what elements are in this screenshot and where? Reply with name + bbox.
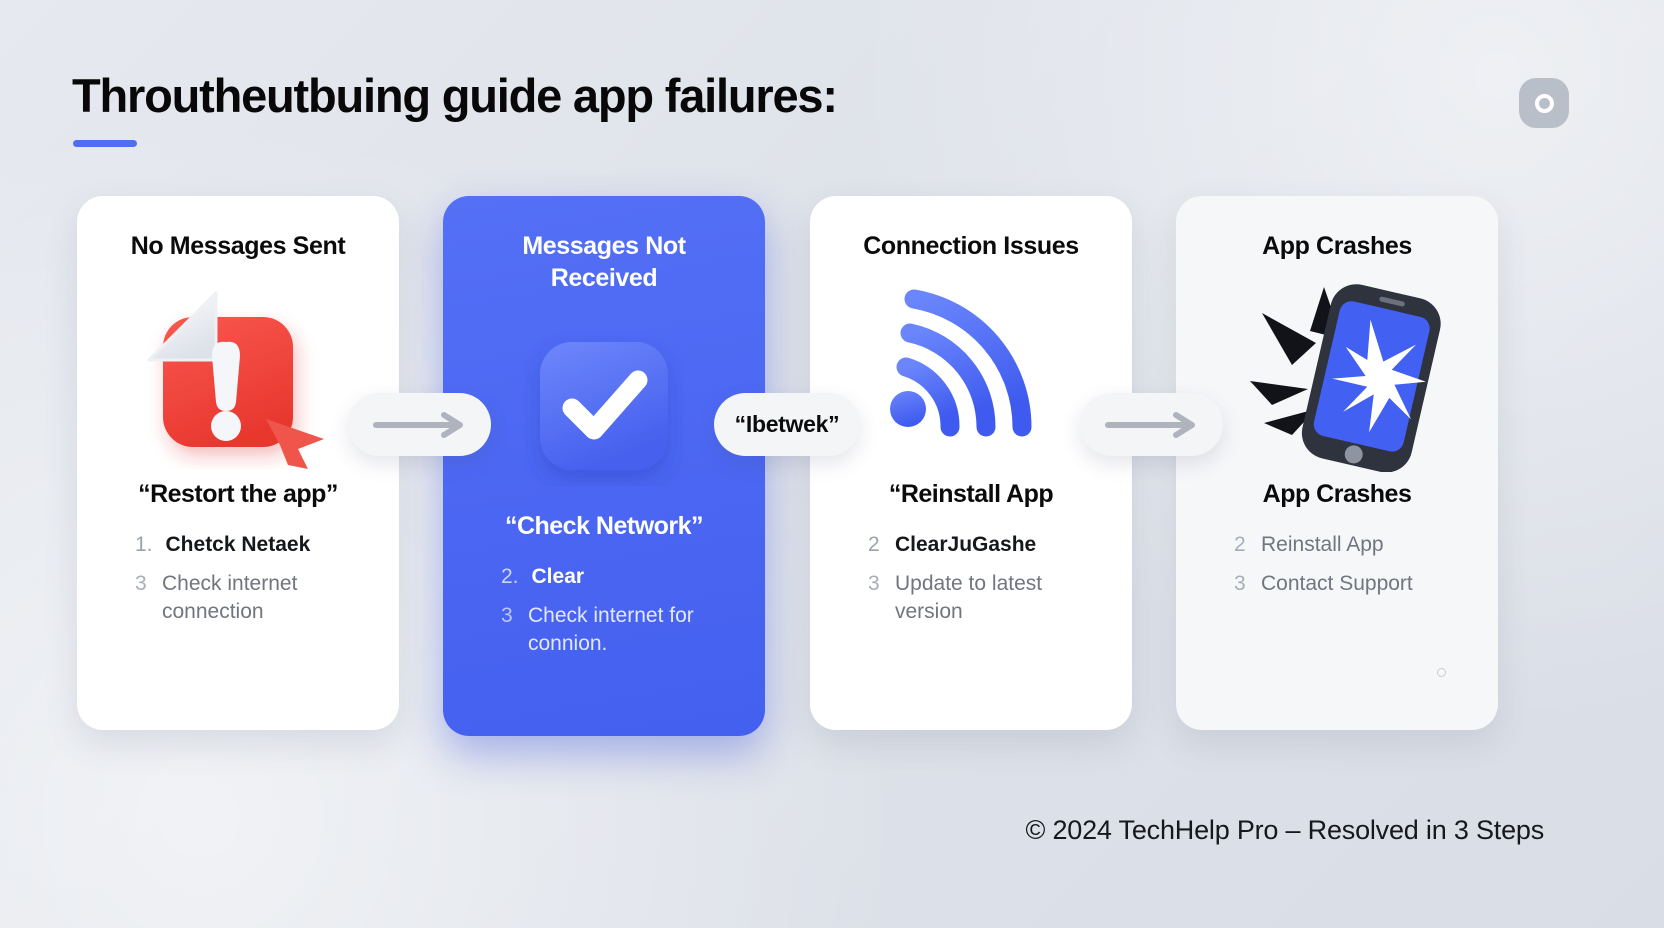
cracked-phone-svg (1249, 283, 1441, 472)
step-number: 2. (501, 565, 519, 588)
step-text: Reinstall App (1261, 533, 1384, 556)
step-text: Chetck Netaek (165, 533, 311, 556)
circle-ring-icon (1519, 78, 1569, 128)
page-title: Throutheutbuing guide app failures: (72, 69, 838, 122)
card-messages-not-received[interactable]: Messages Not Received “Check Network” (443, 196, 765, 736)
connector-label: “Ibetwek” (734, 411, 840, 437)
steps-list: 2 Reinstall App 3 Contact Support (1204, 531, 1470, 598)
step-text: Clear (531, 565, 585, 588)
card-title: Connection Issues (863, 232, 1079, 260)
list-item: 1. Chetck Netaek (135, 531, 371, 559)
checkmark-svg (540, 342, 668, 470)
step-text: Check internet connection (162, 572, 298, 624)
step-number: 2 (868, 533, 880, 556)
footer-copyright: © 2024 TechHelp Pro – Resolved in 3 Step… (1025, 815, 1544, 845)
list-item: 3 Check internet connection (135, 570, 371, 626)
connector-label-pill: “Ibetwek” (714, 393, 860, 456)
card-title: Messages Not Received (522, 232, 686, 292)
list-item: 3 Contact Support (1234, 570, 1470, 598)
connector-arrow-1 (348, 393, 491, 456)
steps-list: 2 ClearJuGashe 3 Update to latest versio… (838, 531, 1104, 626)
step-text: Check internet for connion. (528, 604, 694, 656)
arrow-right-icon (1104, 411, 1195, 438)
ring-shape (1534, 93, 1554, 113)
list-item: 2 Reinstall App (1234, 531, 1470, 559)
steps-list: 2. Clear 3 Check internet for connion. (471, 563, 737, 658)
step-text: ClearJuGashe (895, 533, 1037, 556)
step-number: 2 (1234, 533, 1246, 556)
list-item: 3 Update to latest version (868, 570, 1104, 626)
card-title: No Messages Sent (130, 232, 346, 260)
card-title: App Crashes (1262, 232, 1412, 260)
step-number: 3 (501, 604, 513, 628)
step-number: 3 (135, 572, 147, 596)
alert-exclamation-icon (105, 268, 371, 480)
wifi-signal-icon (838, 268, 1104, 480)
steps-list: 1. Chetck Netaek 3 Check internet connec… (105, 531, 371, 626)
connector-arrow-2 (1080, 393, 1223, 456)
step-number: 3 (868, 572, 880, 596)
card-app-crashes[interactable]: App Crashes App Crashes (1176, 196, 1498, 730)
wifi-signal-svg (889, 289, 1031, 437)
title-underline-rule (73, 140, 137, 147)
alert-exclamation-svg (147, 291, 324, 469)
cracked-phone-icon (1204, 268, 1470, 480)
cards-row: No Messages Sent (0, 196, 1664, 736)
card-heading: “Restort the app” (138, 480, 338, 508)
arrow-right-icon (372, 411, 463, 438)
step-text: Contact Support (1261, 572, 1413, 596)
card-heading: App Crashes (1262, 480, 1412, 508)
step-number: 3 (1234, 572, 1246, 596)
list-item: 3 Check internet for connion. (501, 602, 737, 658)
card-no-messages-sent[interactable]: No Messages Sent (77, 196, 399, 730)
decorative-dot (1437, 668, 1446, 677)
card-heading: “Reinstall App (888, 480, 1054, 508)
list-item: 2. Clear (501, 563, 737, 591)
checkmark-icon (471, 300, 737, 512)
card-connection-issues[interactable]: Connection Issues “Reinstall App 2 (810, 196, 1132, 730)
card-heading: “Check Network” (504, 512, 704, 540)
step-number: 1. (135, 533, 153, 556)
step-text: Update to latest version (895, 572, 1043, 624)
list-item: 2 ClearJuGashe (868, 531, 1104, 559)
